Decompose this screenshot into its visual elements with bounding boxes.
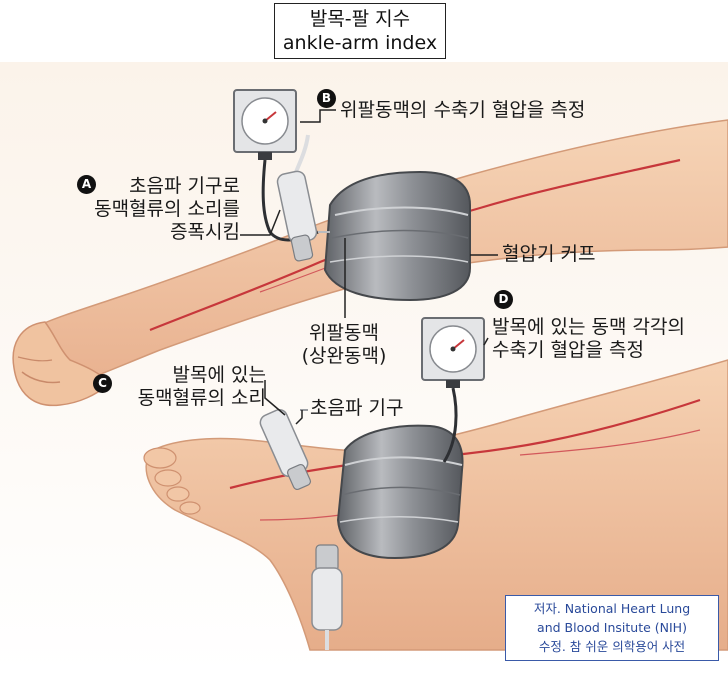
title-english: ankle-arm index — [275, 31, 445, 55]
label-a-line-2: 동맥혈류의 소리를 — [60, 198, 240, 221]
doppler-label: 초음파 기구 — [310, 397, 403, 420]
cuff-label: 혈압기 커프 — [502, 243, 595, 266]
label-c-line-2: 동맥혈류의 소리 — [100, 387, 266, 410]
leg-cuff — [338, 426, 463, 558]
label-b-text: 위팔동맥의 수축기 혈압을 측정 — [340, 99, 585, 122]
title-korean: 발목-팔 지수 — [275, 7, 445, 31]
label-b-badge: B — [317, 89, 336, 108]
credit-line-2: and Blood Insitute (NIH) — [506, 618, 718, 637]
credit-box: 저자. National Heart Lung and Blood Insitu… — [505, 595, 719, 661]
label-d-badge: D — [494, 290, 513, 309]
label-a-line-3: 증폭시킴 — [60, 221, 240, 244]
label-d-line-2: 수축기 혈압을 측정 — [492, 339, 685, 362]
title-box: 발목-팔 지수 ankle-arm index — [274, 3, 446, 59]
label-d-line-1: 발목에 있는 동맥 각각의 — [492, 316, 685, 339]
label-a-line-1: 초음파 기구로 — [60, 175, 240, 198]
brachial-line-1: 위팔동맥 — [282, 322, 406, 345]
arm-cuff — [325, 172, 470, 300]
label-d-text: 발목에 있는 동맥 각각의 수축기 혈압을 측정 — [492, 316, 685, 362]
label-c-text: 발목에 있는 동맥혈류의 소리 — [100, 364, 266, 410]
credit-line-3: 수정. 참 쉬운 의학용어 사전 — [506, 637, 718, 656]
credit-line-1: 저자. National Heart Lung — [506, 599, 718, 618]
label-a-text: 초음파 기구로 동맥혈류의 소리를 증폭시킴 — [60, 175, 240, 244]
label-c-line-1: 발목에 있는 — [100, 364, 266, 387]
brachial-line-2: (상완동맥) — [282, 345, 406, 368]
brachial-artery-label: 위팔동맥 (상완동맥) — [282, 322, 406, 368]
